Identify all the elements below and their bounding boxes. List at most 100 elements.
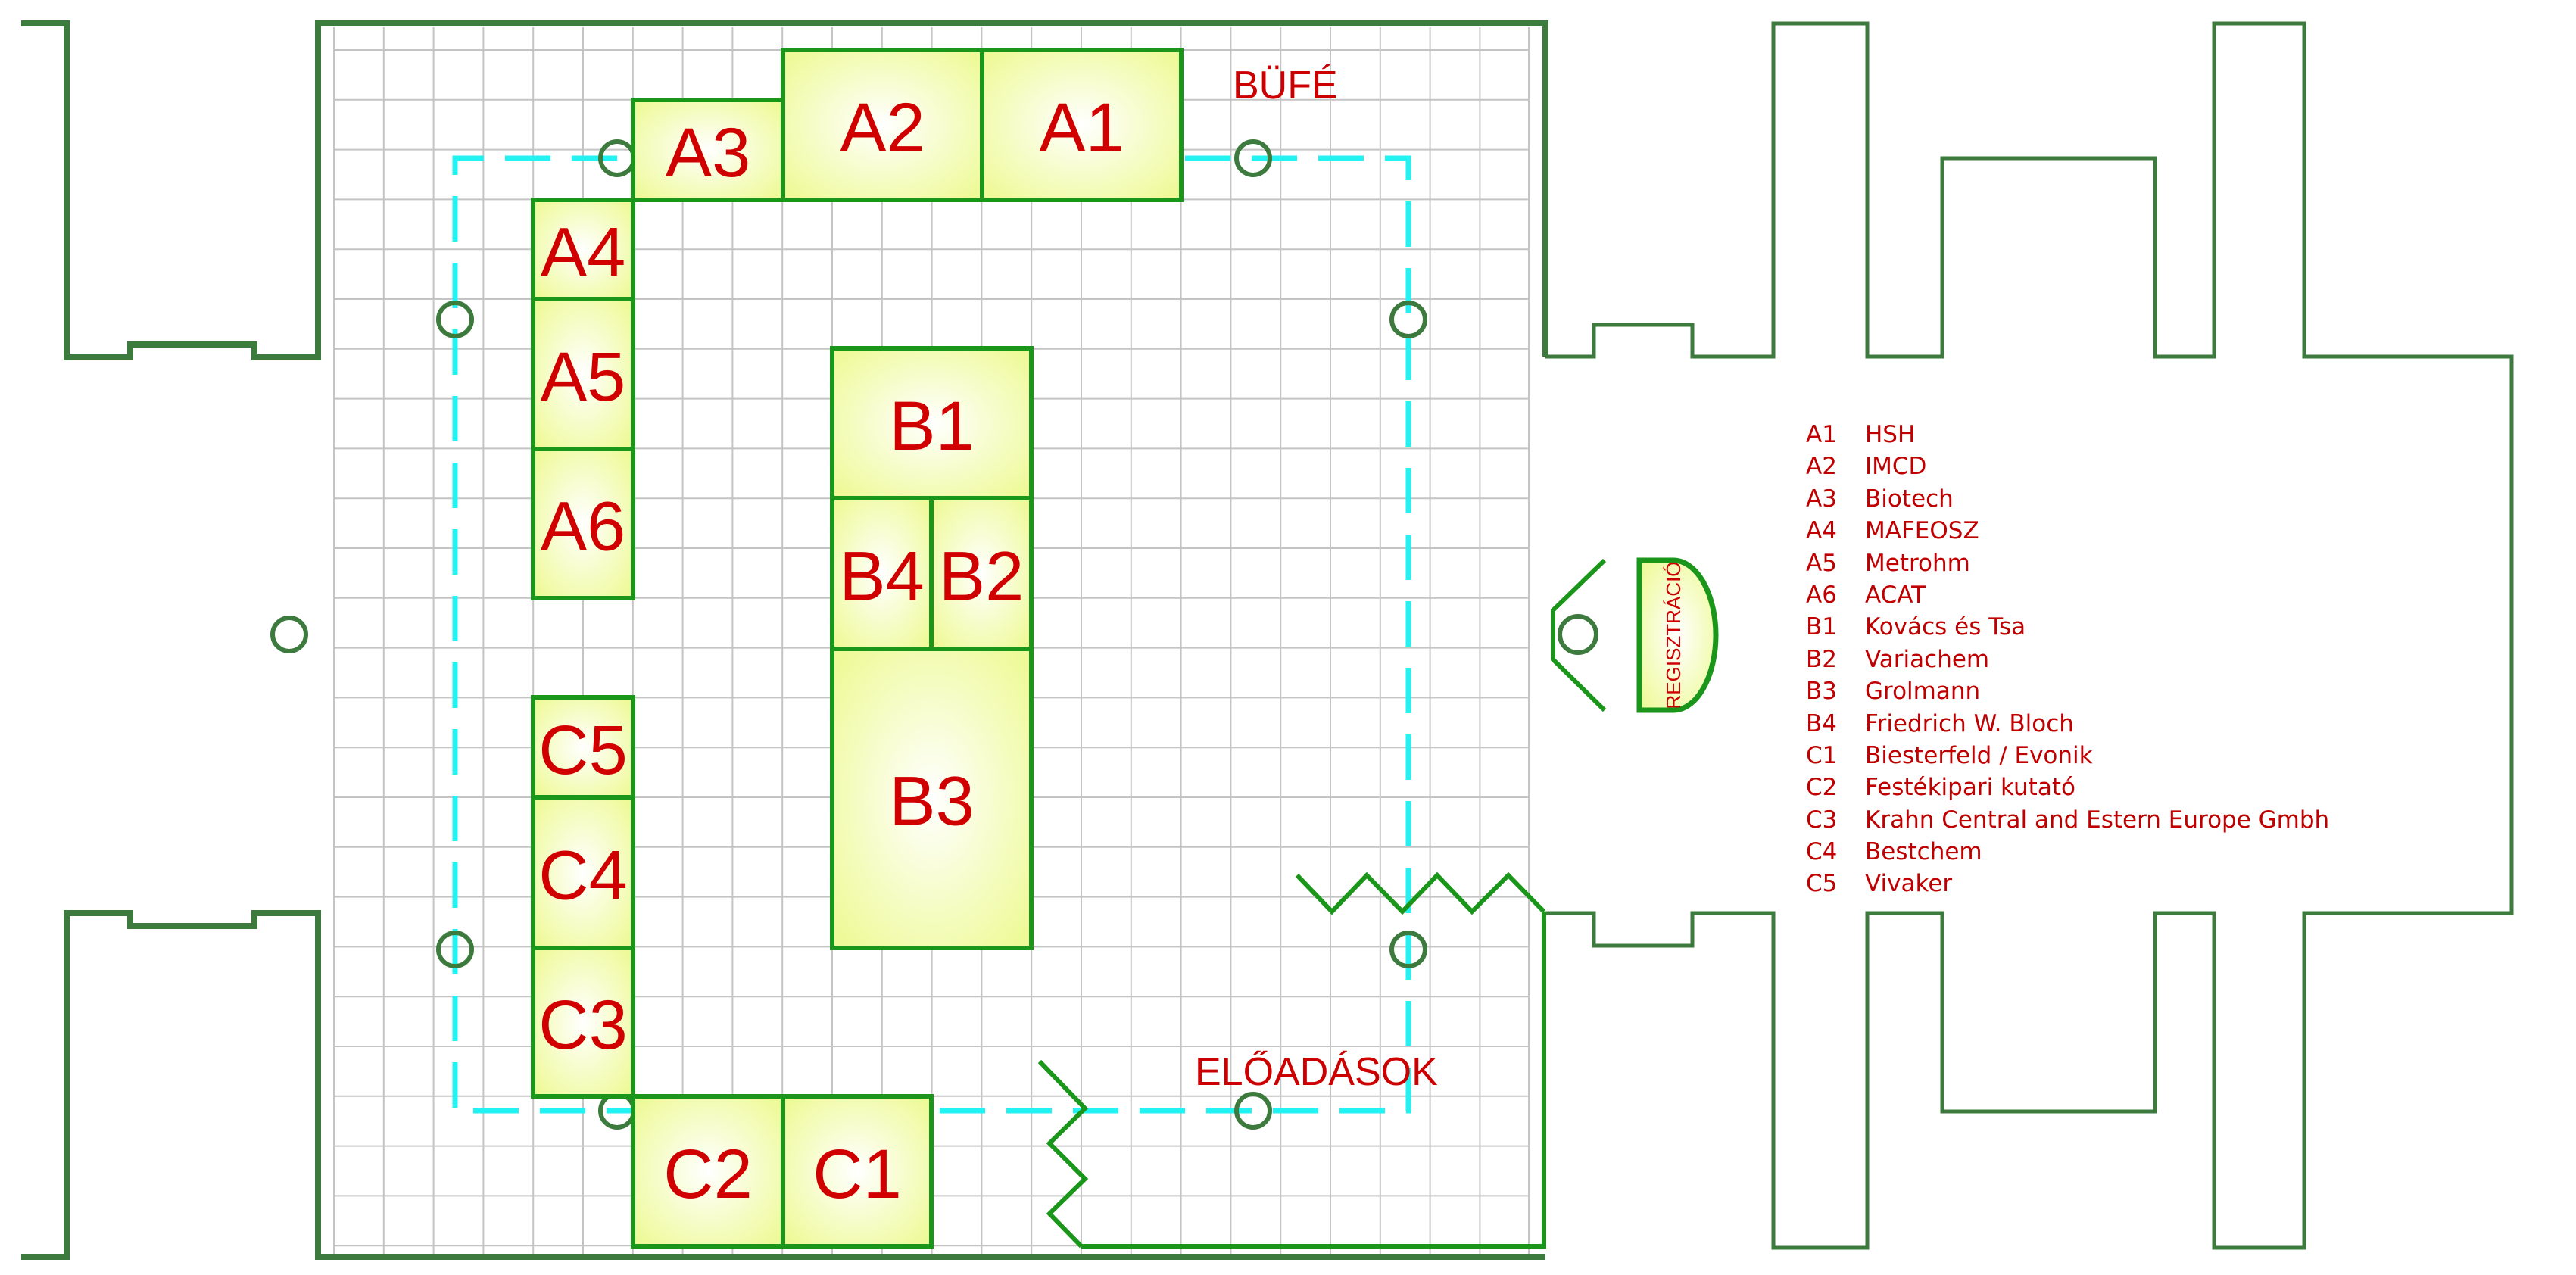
booth-area xyxy=(531,795,635,950)
pillar-icon xyxy=(1558,614,1598,655)
legend-item: A6 ACAT xyxy=(1806,579,2329,611)
booth-b2[interactable]: B2 xyxy=(929,496,1034,651)
registration-entrance-chevron xyxy=(1551,558,1607,712)
booth-b3[interactable]: B3 xyxy=(830,647,1034,950)
pillar-icon xyxy=(1389,301,1427,338)
buffet-label: BÜFÉ xyxy=(1233,64,1338,108)
legend-item: B3 Grolmann xyxy=(1806,675,2329,707)
booth-a2[interactable]: A2 xyxy=(781,48,984,202)
booth-label: A1 xyxy=(1039,89,1124,167)
legend-company-name: Kovács és Tsa xyxy=(1865,613,2026,641)
booth-a1[interactable]: A1 xyxy=(980,48,1184,202)
aisle-path xyxy=(452,155,1411,1114)
pillar-icon xyxy=(1234,1092,1272,1130)
legend-booth-code: C3 xyxy=(1806,806,1838,834)
pillars xyxy=(270,139,1598,1130)
hall-right-wall-segment xyxy=(1081,912,1546,1249)
booth-b1[interactable]: B1 xyxy=(830,346,1034,500)
pillar-icon xyxy=(1389,931,1427,968)
legend-booth-code: C4 xyxy=(1806,838,1838,866)
legend-item: B4 Friedrich W. Bloch xyxy=(1806,708,2329,740)
booth-a4[interactable]: A4 xyxy=(531,198,635,301)
legend-company-name: Krahn Central and Estern Europe Gmbh xyxy=(1865,806,2330,834)
booth-label: C3 xyxy=(538,987,628,1064)
legend-booth-code: A6 xyxy=(1806,581,1837,609)
legend-item: A1 HSH xyxy=(1806,419,2329,450)
walls xyxy=(21,20,2514,1260)
booth-label: B3 xyxy=(889,763,975,840)
legend-company-name: Festékipari kutató xyxy=(1865,774,2075,802)
booth-label: B1 xyxy=(889,388,975,465)
legend-item: C3 Krahn Central and Estern Europe Gmbh xyxy=(1806,804,2329,836)
booth-area xyxy=(531,695,635,800)
registration-desk[interactable]: REGISZTRÁCIÓ xyxy=(1551,557,1719,713)
lectures-label: ELŐADÁSOK xyxy=(1195,1050,1438,1094)
legend-item: C4 Bestchem xyxy=(1806,836,2329,868)
legend-company-name: Bestchem xyxy=(1865,838,1982,866)
legend-booth-code: B4 xyxy=(1806,709,1837,737)
booth-area xyxy=(631,98,785,202)
legend-company-name: HSH xyxy=(1865,421,1916,448)
legend-booth-code: A2 xyxy=(1806,453,1837,481)
registration-counter xyxy=(1636,557,1719,713)
booth-area xyxy=(830,647,1034,950)
booth-area xyxy=(781,48,984,202)
partition-zigzag-vertical xyxy=(1037,1059,1089,1249)
booth-area xyxy=(980,48,1184,202)
booth-area xyxy=(830,496,934,651)
wall-left-bottom xyxy=(21,910,1545,1260)
legend-booth-code: C5 xyxy=(1806,870,1838,898)
booth-b4[interactable]: B4 xyxy=(830,496,934,651)
booth-c1[interactable]: C1 xyxy=(781,1094,934,1249)
booth-a3[interactable]: A3 xyxy=(631,98,785,202)
legend-company-name: Vivaker xyxy=(1865,870,1953,898)
booth-label: A4 xyxy=(541,214,626,291)
legend-booth-code: C1 xyxy=(1806,741,1838,769)
booth-c2[interactable]: C2 xyxy=(631,1094,785,1249)
legend-booth-code: A5 xyxy=(1806,549,1837,577)
booth-a5[interactable]: A5 xyxy=(531,297,635,451)
booth-c4[interactable]: C4 xyxy=(531,795,635,950)
pillar-icon xyxy=(436,301,474,338)
legend-item: C1 Biesterfeld / Evonik xyxy=(1806,740,2329,772)
wall-right-top xyxy=(1545,21,2514,1250)
booth-a6[interactable]: A6 xyxy=(531,447,635,600)
legend-booth-code: B1 xyxy=(1806,613,1837,641)
booth-label: C2 xyxy=(663,1136,753,1213)
registration-label: REGISZTRÁCIÓ xyxy=(1662,561,1685,709)
booth-c5[interactable]: C5 xyxy=(531,695,635,800)
booth-label: B2 xyxy=(939,538,1024,616)
legend-company-name: IMCD xyxy=(1865,453,1927,481)
booth-label: C4 xyxy=(538,837,628,915)
legend-company-name: Biesterfeld / Evonik xyxy=(1865,741,2093,769)
legend-company-name: Friedrich W. Bloch xyxy=(1865,709,2074,737)
booth-c3[interactable]: C3 xyxy=(531,946,635,1099)
legend-item: A2 IMCD xyxy=(1806,450,2329,482)
legend-company-name: ACAT xyxy=(1865,581,1926,609)
partition-zigzag-horizontal xyxy=(1295,871,1546,915)
legend-booth-code: B2 xyxy=(1806,645,1837,673)
legend-booth-code: A1 xyxy=(1806,421,1837,448)
pillar-icon xyxy=(270,616,308,653)
legend-booth-code: B3 xyxy=(1806,678,1837,706)
legend-booth-code: A3 xyxy=(1806,485,1837,513)
booth-area xyxy=(531,946,635,1099)
booth-label: C5 xyxy=(538,712,628,789)
legend-company-name: MAFEOSZ xyxy=(1865,517,1979,545)
legend-company-name: Metrohm xyxy=(1865,549,1970,577)
booth-area xyxy=(781,1094,934,1249)
legend-company-name: Grolmann xyxy=(1865,678,1981,706)
legend-item: A4 MAFEOSZ xyxy=(1806,515,2329,547)
legend-booth-code: A4 xyxy=(1806,517,1837,545)
legend-item: A5 Metrohm xyxy=(1806,547,2329,579)
pillar-icon xyxy=(436,931,474,968)
booth-label: A6 xyxy=(541,488,626,566)
wall-left-top xyxy=(21,20,1548,360)
booth-label: A2 xyxy=(840,89,925,167)
